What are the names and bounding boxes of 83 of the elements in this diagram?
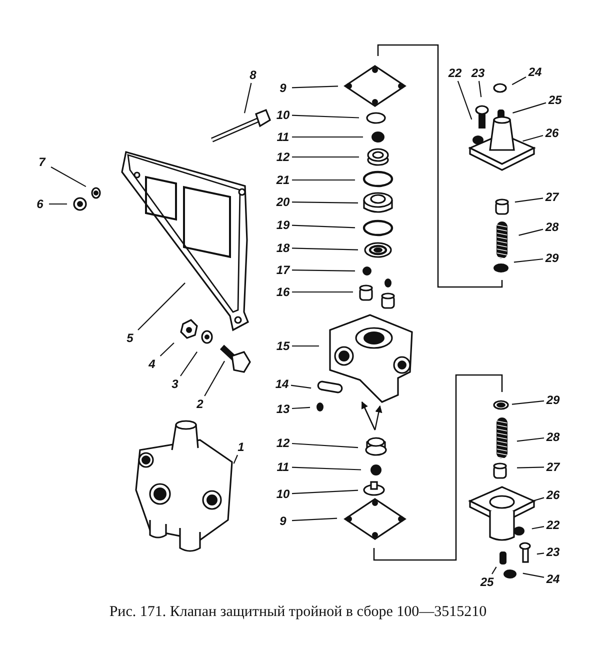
leader-line	[292, 518, 338, 522]
leader-line	[292, 136, 363, 138]
callout-number: 26	[544, 126, 560, 140]
leader-line	[180, 351, 198, 376]
leader-line	[516, 437, 544, 442]
leader-line	[514, 258, 544, 263]
callout-number: 9	[275, 81, 291, 95]
leader-line	[518, 228, 544, 236]
callout-number: 7	[34, 155, 50, 169]
callout-number: 21	[275, 173, 291, 187]
leader-line	[233, 454, 238, 464]
leader-line	[532, 526, 544, 530]
callout-number: 4	[144, 357, 160, 371]
callout-number: 29	[545, 393, 561, 407]
leader-line	[492, 566, 497, 574]
leader-line	[512, 102, 546, 114]
callout-number: 25	[547, 93, 563, 107]
callout-number: 18	[275, 241, 291, 255]
callout-number: 9	[275, 514, 291, 528]
leader-line	[478, 80, 482, 98]
callout-number: 23	[545, 545, 561, 559]
leader-line	[292, 466, 362, 470]
leader-line	[49, 203, 67, 205]
callout-number: 20	[275, 195, 291, 209]
callout-number: 22	[545, 518, 561, 532]
leader-line	[522, 572, 544, 578]
leader-line	[532, 497, 544, 502]
leader-line	[516, 466, 544, 468]
callout-number: 16	[275, 285, 291, 299]
leader-line	[290, 384, 312, 389]
callout-number: 19	[275, 218, 291, 232]
leader-line	[457, 80, 472, 120]
callout-number: 3	[167, 377, 183, 391]
leader-line	[292, 345, 319, 347]
leader-line	[244, 82, 252, 114]
callout-number: 22	[447, 66, 463, 80]
leader-line	[138, 282, 186, 330]
callout-number: 24	[545, 572, 561, 586]
leader-line	[292, 224, 356, 228]
figure-caption: Рис. 171. Клапан защитный тройной в сборе 100—3515210	[108, 604, 488, 621]
callout-number: 10	[275, 487, 291, 501]
callout-number: 5	[122, 331, 138, 345]
leader-line	[292, 291, 353, 293]
leader-line	[50, 166, 86, 188]
callout-number: 26	[545, 488, 561, 502]
callout-number: 12	[275, 150, 291, 164]
leader-line	[292, 270, 355, 272]
callout-number: 23	[470, 66, 486, 80]
leader-line	[292, 490, 358, 494]
callout-number: 1	[233, 440, 249, 454]
callout-number: 25	[479, 575, 495, 589]
leader-line	[512, 76, 526, 86]
callout-number: 15	[275, 339, 291, 353]
leader-line	[292, 156, 359, 158]
leader-line	[512, 400, 544, 405]
leader-line	[536, 552, 544, 555]
leader-line	[292, 86, 338, 88]
callout-number: 17	[275, 263, 291, 277]
callout-number: 28	[544, 220, 560, 234]
leader-line	[160, 342, 174, 356]
callout-number: 14	[274, 377, 290, 391]
callout-number: 27	[544, 190, 560, 204]
leader-line	[514, 198, 544, 203]
callout-number: 27	[545, 460, 561, 474]
leader-line	[292, 406, 310, 410]
callout-number: 12	[275, 436, 291, 450]
callout-number: 24	[527, 65, 543, 79]
callout-number: 13	[275, 402, 291, 416]
callout-number: 11	[275, 130, 291, 144]
callout-number: 10	[275, 108, 291, 122]
leader-line	[292, 179, 355, 181]
callout-number: 28	[545, 430, 561, 444]
callout-number: 8	[245, 68, 261, 82]
callout-number: 11	[275, 460, 291, 474]
leader-line	[292, 442, 358, 448]
leader-line	[292, 248, 358, 250]
leader-line	[292, 114, 360, 118]
callout-number: 6	[32, 197, 48, 211]
callout-number: 2	[192, 397, 208, 411]
callout-number: 29	[544, 251, 560, 265]
leader-line	[522, 134, 544, 142]
leader-line	[204, 360, 225, 396]
leader-line	[292, 202, 358, 204]
